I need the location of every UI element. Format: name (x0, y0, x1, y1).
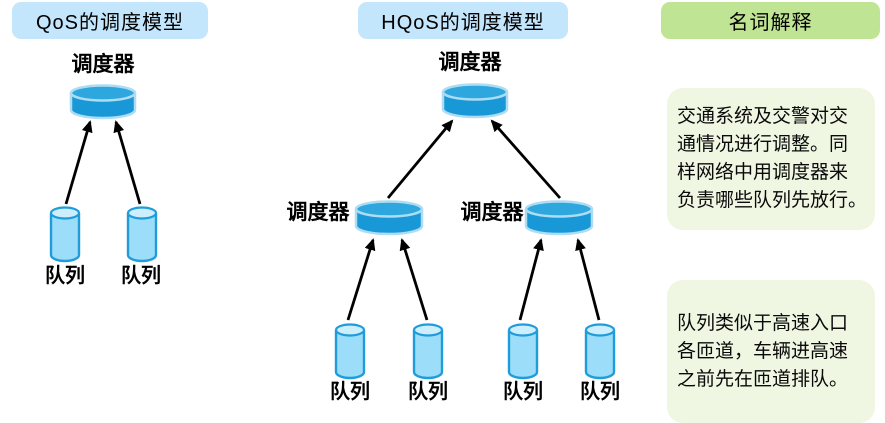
note-line: 各匝道，车辆进高速 (677, 340, 849, 362)
glossary-title: 名词解释 (728, 12, 813, 34)
qos-scheduler-cylinder-icon (69, 84, 137, 120)
hqos-branch-scheduler-label: 调度器 (286, 201, 350, 224)
qos-title-pill: QoS的调度模型 (12, 2, 208, 39)
hqos-branch-scheduler-label: 调度器 (460, 201, 524, 224)
glossary-note-queue: 队列类似于高速入口 各匝道，车辆进高速 之前先在匝道排队。 (667, 280, 875, 423)
hqos-title: HQoS的调度模型 (381, 12, 545, 34)
hqos-queue-label: 队列 (330, 381, 370, 403)
hqos-queue-cylinder-icon (584, 323, 616, 380)
qos-queue-cylinder-icon (49, 206, 81, 263)
note-line: 之前先在匝道排队。 (677, 368, 849, 390)
flow-arrow (64, 120, 93, 205)
flow-arrow (113, 120, 142, 205)
note-line: 负责哪些队列先放行。 (677, 190, 868, 211)
note-line: 通情况进行调整。同 (677, 134, 849, 155)
hqos-queue-cylinder-icon (507, 323, 539, 380)
hqos-queue-label: 队列 (503, 381, 543, 403)
flow-arrow (518, 238, 544, 321)
qos-queue-label: 队列 (45, 265, 85, 287)
flow-arrow (386, 119, 454, 199)
hqos-queue-label: 队列 (580, 381, 620, 403)
hqos-branch-scheduler-cylinder-icon (354, 200, 424, 236)
flow-arrow (399, 238, 429, 321)
note-line: 队列类似于高速入口 (677, 312, 849, 334)
hqos-title-pill: HQoS的调度模型 (358, 2, 568, 39)
hqos-queue-cylinder-icon (334, 323, 366, 380)
hqos-root-scheduler-cylinder-icon (441, 83, 509, 119)
glossary-note-scheduler: 交通系统及交警对交 通情况进行调整。同 样网络中用调度器来 负责哪些队列先放行。 (667, 88, 875, 230)
flow-arrow (575, 238, 601, 321)
hqos-branch-scheduler-cylinder-icon (524, 200, 594, 236)
qos-queue-label: 队列 (121, 265, 161, 287)
hqos-queue-cylinder-icon (412, 323, 444, 380)
flow-arrow (490, 119, 562, 199)
qos-title: QoS的调度模型 (35, 12, 185, 34)
qos-scheduler-label: 调度器 (71, 53, 135, 76)
qos-queue-cylinder-icon (126, 206, 158, 263)
note-line: 交通系统及交警对交 (677, 106, 849, 127)
flow-arrow (346, 238, 376, 321)
hqos-root-scheduler-label: 调度器 (438, 51, 502, 74)
glossary-title-pill: 名词解释 (661, 2, 880, 39)
hqos-queue-label: 队列 (408, 381, 448, 403)
note-line: 样网络中用调度器来 (677, 162, 849, 183)
